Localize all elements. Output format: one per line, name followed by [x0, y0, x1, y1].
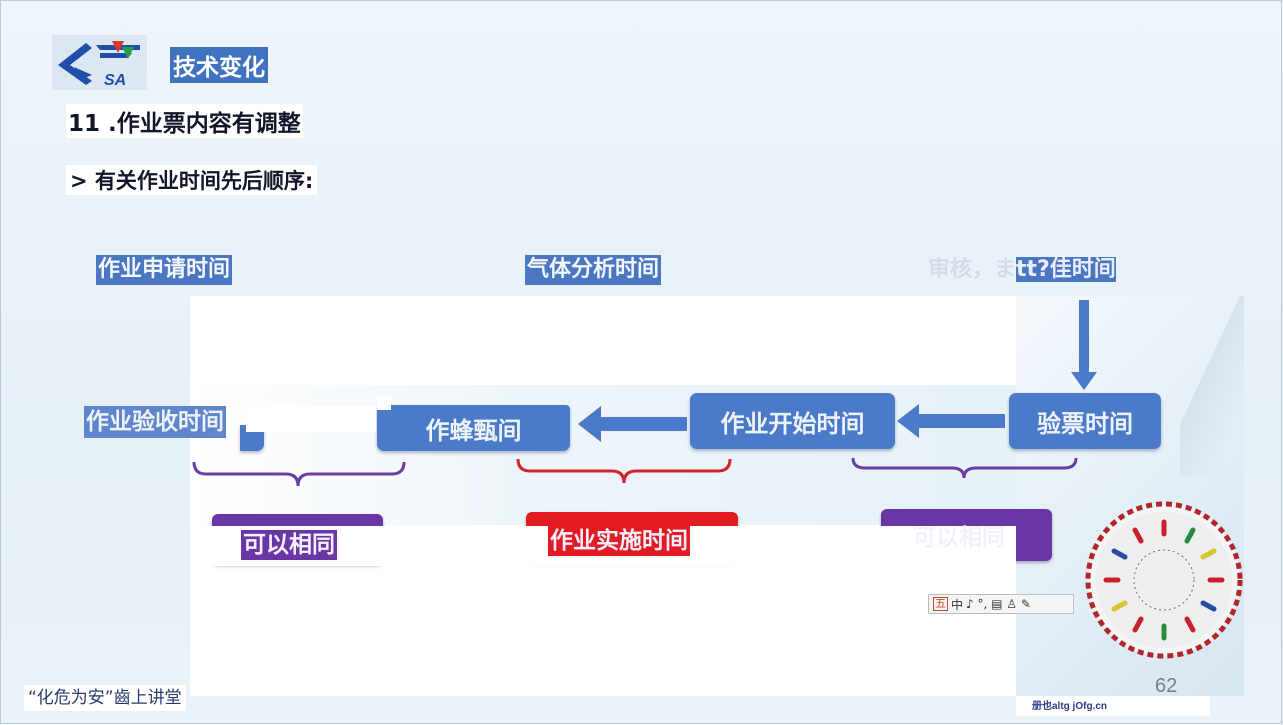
box-end-cover — [377, 396, 391, 410]
ime-tools-icons[interactable]: ♪ °, ▤ ♙ ✎ — [966, 597, 1031, 611]
box-ticket-check: 验票时间 — [1009, 393, 1161, 449]
label-acceptance-time: 作业验收时间 — [84, 406, 226, 438]
label-gas-analysis-time: 气体分析时间 — [525, 255, 662, 285]
label-apply-time: 作业申请时间 — [96, 255, 233, 285]
ime-chinese-toggle[interactable]: 中 — [951, 597, 964, 612]
watermark-text: 册也altg jOfg.cn — [1032, 701, 1107, 712]
label-review-time: 审核，まtt?佳时间 — [926, 255, 1118, 285]
slide-subheading: > 有关作业时间先后顺序: — [66, 165, 318, 195]
ime-toolbar[interactable]: 五 中 ♪ °, ▤ ♙ ✎ — [928, 594, 1074, 614]
label-review-prefix: 审核，ま — [928, 257, 1017, 282]
box-work-start: 作业开始时间 — [690, 393, 895, 449]
label-implementation-time: 作业实施时间 — [548, 526, 690, 556]
footer-series-label: “化危为安”齒上讲堂 — [24, 685, 186, 711]
logo-text: SA — [104, 72, 126, 89]
csa-logo: SA — [52, 35, 147, 90]
clock-illustration — [1085, 501, 1243, 659]
label-review-highlight: tt?佳时间 — [1016, 257, 1116, 282]
ime-five-icon[interactable]: 五 — [933, 597, 948, 611]
label-same-right: 可以相同 — [913, 525, 1005, 551]
slide-heading: 11 .作业票内容有调整 — [66, 104, 303, 138]
page-number: 62 — [1155, 675, 1178, 697]
box-work-end: 作蜂甄间 — [377, 405, 570, 451]
decor-chevron — [1180, 296, 1244, 476]
acceptance-cover — [246, 406, 376, 432]
label-same-left: 可以相同 — [241, 530, 337, 560]
footer-strip — [1016, 696, 1210, 716]
section-title: 技术变化 — [170, 47, 268, 83]
